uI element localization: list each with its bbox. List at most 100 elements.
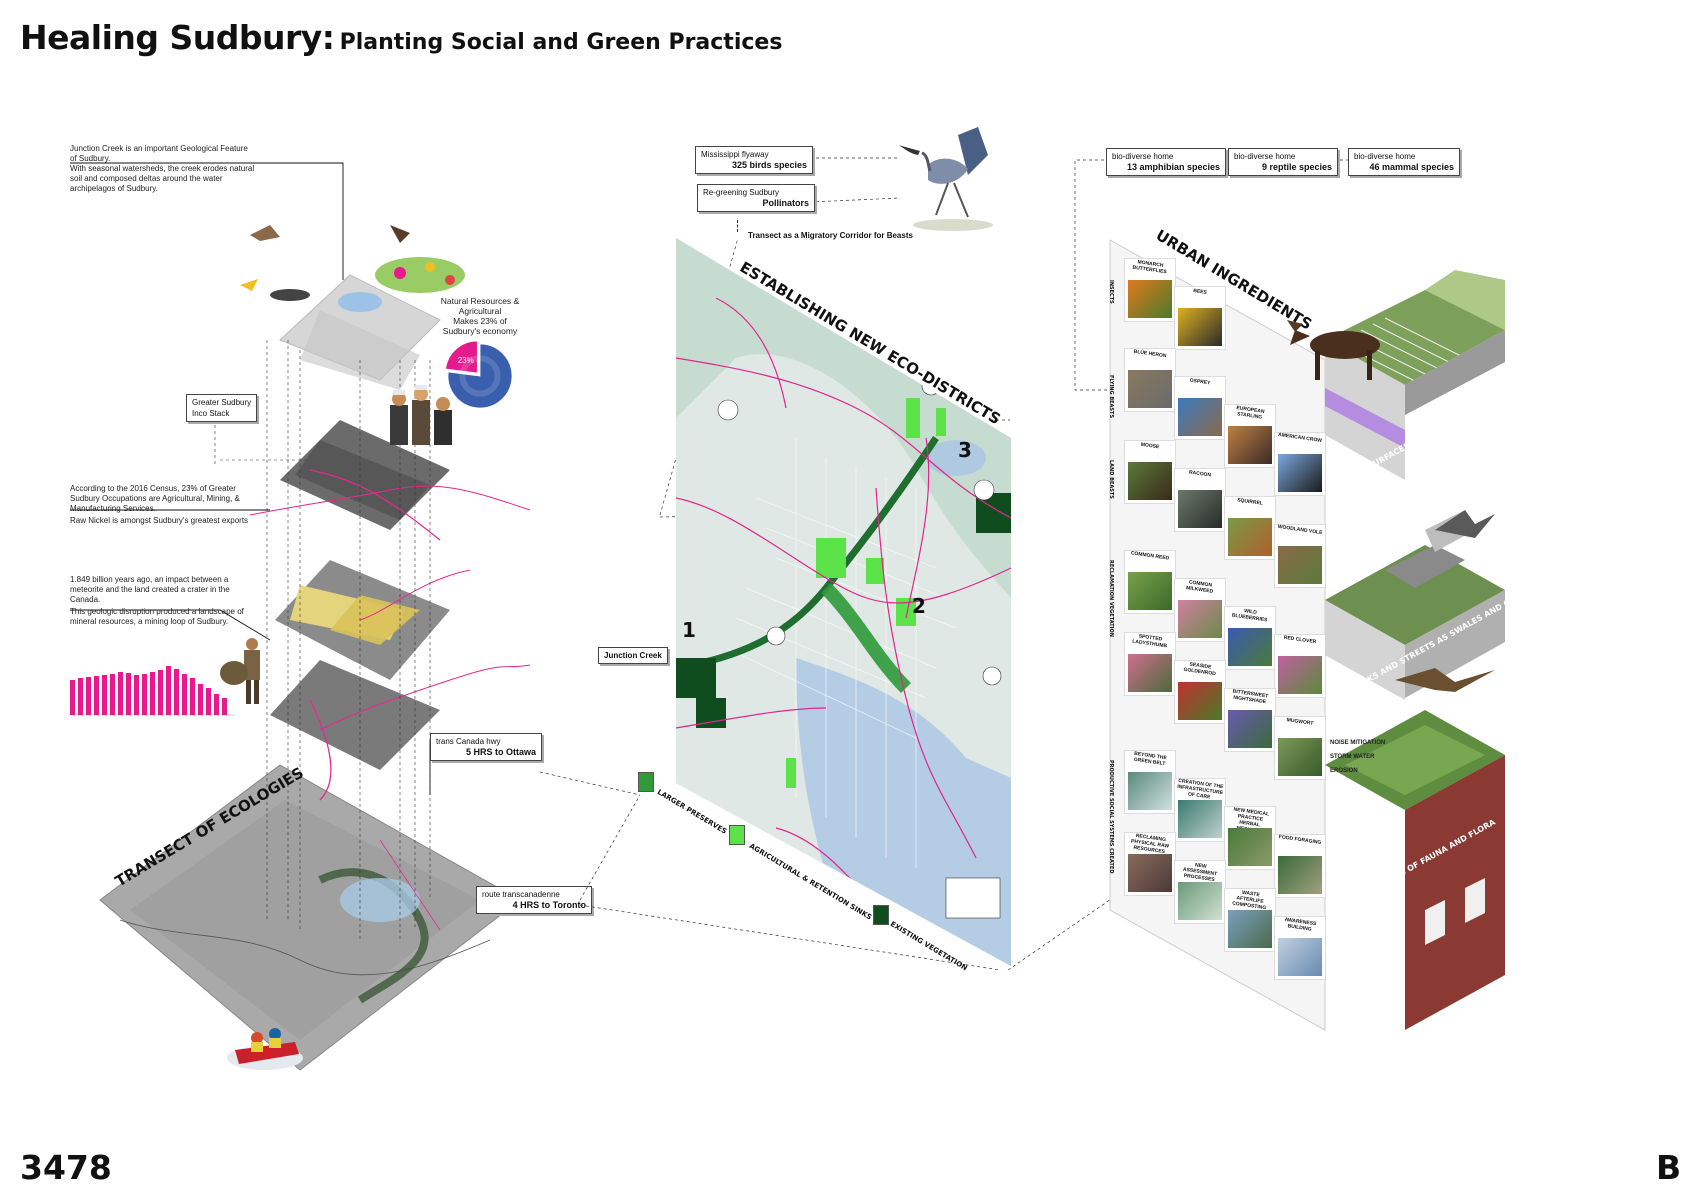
regreening-line2: Pollinators: [762, 198, 809, 208]
page-title: Healing Sudbury: Planting Social and Gre…: [20, 18, 782, 57]
cell-caption: BITTERSWEET NIGHTSHADE: [1232, 688, 1269, 706]
assessment-photo: [1178, 882, 1222, 920]
ingredient-cell: MOOSE: [1124, 440, 1176, 504]
ingredient-cell: FOOD FORAGING: [1274, 834, 1326, 898]
legend-swatch-agricultural: [729, 825, 745, 845]
vole-photo: [1278, 546, 1322, 584]
ingredient-cell: CREATION OF THE INFRASTRUCTURE OF CARE: [1174, 778, 1226, 842]
inco-stack-callout: Greater Sudbury Inco Stack: [186, 394, 258, 422]
ingredient-cell: SPOTTED LADYSTHUMB: [1124, 632, 1176, 696]
ingredient-cell: AWARENESS BUILDING: [1274, 916, 1326, 980]
toronto-line1: route transcanadenne: [482, 890, 560, 899]
squirrel-photo: [1228, 518, 1272, 556]
ingredient-cell: COMMON MILKWEED: [1174, 578, 1226, 642]
junction-note-line: Junction Creek is an important Geologica…: [70, 144, 248, 153]
blueberry-photo: [1228, 628, 1272, 666]
ingredient-cell: OSPREY: [1174, 376, 1226, 440]
junction-note-line: soil and composed deltas around the wate…: [70, 174, 223, 183]
cell-caption: MOOSE: [1140, 441, 1160, 451]
cell-caption: AMERICAN CROW: [1277, 431, 1323, 445]
ingredient-cell: WASTE AFTERLIFE COMPOSTING: [1224, 888, 1276, 952]
mugwort-photo: [1278, 738, 1322, 776]
transect-layers-graphic: [70, 162, 531, 1071]
moose-image: [1287, 320, 1380, 380]
ingredient-cell: MUGWORT: [1274, 716, 1326, 780]
ingredient-cell: AMERICAN CROW: [1274, 432, 1326, 496]
census-note: According to the 2016 Census, 23% of Gre…: [70, 484, 270, 526]
reed-photo: [1128, 572, 1172, 610]
ingredient-cell: COMMON REED: [1124, 550, 1176, 614]
ingredient-cell: RACOON: [1174, 468, 1226, 532]
entry-number: 3478: [20, 1148, 112, 1187]
clover-photo: [1278, 656, 1322, 694]
ladysthumb-photo: [1128, 654, 1172, 692]
district-number-3: 3: [958, 438, 972, 462]
roof-note-storm: STORM WATER: [1330, 754, 1375, 760]
worker-image: [220, 638, 260, 704]
heron-image: [898, 127, 993, 231]
inco-callout-line2: Inco Stack: [192, 409, 230, 418]
ingredient-cell: RED CLOVER: [1274, 634, 1326, 698]
legend-swatch-existing: [873, 905, 889, 925]
impact-note-line: meteorite and the land created a crater …: [70, 585, 230, 594]
ingredient-cell: BLUE HERON: [1124, 348, 1176, 412]
economy-pie-chart: 23%: [445, 340, 513, 409]
title-main: Healing Sudbury:: [20, 18, 335, 57]
junction-creek-note: Junction Creek is an important Geologica…: [70, 144, 280, 194]
raw-resources-photo: [1128, 854, 1172, 892]
row-label-insects: INSECTS: [1108, 280, 1114, 304]
impact-note-line: 1.849 billion years ago, an impact betwe…: [70, 575, 229, 584]
impact-note-line: mineral resources, a mining loop of Sudb…: [70, 617, 229, 626]
ottawa-line1: trans Canada hwy: [436, 737, 501, 746]
osprey-image: [1395, 668, 1495, 692]
greenbelt-photo: [1128, 772, 1172, 810]
crow-photo: [1278, 454, 1322, 492]
osprey-photo: [1178, 398, 1222, 436]
pie-caption-line: Natural Resources &: [440, 296, 520, 306]
cell-caption: WOODLAND VOLE: [1277, 523, 1323, 537]
regreening-callout: Re-greening Sudbury Pollinators: [697, 184, 815, 212]
junction-note-line: of Sudbury.: [70, 154, 111, 163]
mammal-line2: 46 mammal species: [1369, 162, 1454, 172]
amphibian-callout: bio-diverse home 13 amphibian species: [1106, 148, 1226, 176]
nightshade-photo: [1228, 710, 1272, 748]
census-note-line: Sudbury Occupations are Agricultural, Mi…: [70, 494, 240, 503]
pie-caption: Natural Resources & Agricultural Makes 2…: [430, 296, 530, 336]
row-label-vegetation: RECLAMATION VEGETATION: [1108, 560, 1114, 637]
food-foraging-photo: [1278, 856, 1322, 894]
reptile-line2: 9 reptile species: [1261, 162, 1332, 172]
ingredient-cell: NEW ASSESSMENT PROCESSES: [1174, 860, 1226, 924]
cell-caption: SQUIRREL: [1236, 497, 1264, 507]
ingredient-cell: NEW MEDICAL PRACTICE HERBAL MEDICINE: [1224, 806, 1276, 870]
impact-note-line: This geologic disruption produced a land…: [70, 607, 244, 616]
cell-caption: MONARCH BUTTERFLIES: [1132, 259, 1168, 276]
heron-flying-image: [1435, 510, 1495, 538]
cell-caption: RED CLOVER: [1283, 634, 1317, 646]
ingredient-cell: MONARCH BUTTERFLIES: [1124, 258, 1176, 322]
building-side: [1405, 755, 1505, 1030]
census-note-line: Raw Nickel is amongst Sudbury's greatest…: [70, 516, 249, 525]
awareness-photo: [1278, 938, 1322, 976]
cell-caption: SPOTTED LADYSTHUMB: [1131, 633, 1168, 650]
toronto-line2: 4 HRS to Toronto: [512, 900, 586, 910]
row-label-land: LAND BEASTS: [1108, 460, 1114, 499]
pie-slice: [445, 340, 478, 374]
racoon-photo: [1178, 490, 1222, 528]
district-number-2: 2: [912, 594, 926, 618]
mammal-callout: bio-diverse home 46 mammal species: [1348, 148, 1460, 176]
impact-note: 1.849 billion years ago, an impact betwe…: [70, 575, 270, 627]
ingredient-cell: RECLAMING PHYSICAL RAW RESOURCES: [1124, 832, 1176, 896]
streets-side: [1325, 600, 1405, 700]
monarch-photo: [1128, 280, 1172, 318]
cell-caption: RACOON: [1188, 469, 1212, 479]
reptile-line1: bio-diverse home: [1234, 152, 1296, 161]
junction-creek-callout: Junction Creek: [598, 647, 668, 664]
inco-callout-line1: Greater Sudbury: [192, 398, 252, 407]
board-letter: B: [1656, 1148, 1682, 1187]
amphibian-line2: 13 amphibian species: [1126, 162, 1220, 172]
roof-note-erosion: EROSION: [1330, 768, 1358, 774]
toronto-callout: route transcanadenne 4 HRS to Toronto: [476, 886, 592, 914]
eco-district-map: ESTABLISHING NEW ECO-DISTRICTS 1 2 3: [676, 238, 1011, 966]
ottawa-line2: 5 HRS to Ottawa: [465, 747, 536, 757]
ingredient-cell: SEASIDE GOLDENROD: [1174, 660, 1226, 724]
